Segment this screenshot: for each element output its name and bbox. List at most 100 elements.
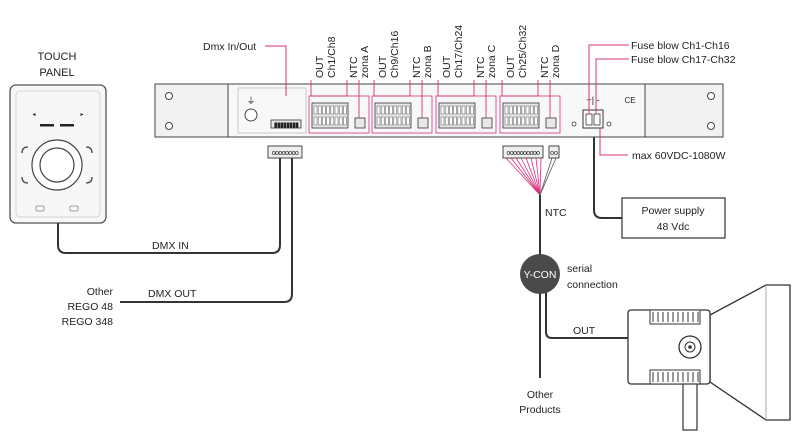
mount-screw-icon [165, 122, 173, 130]
touch-panel-button-left [35, 205, 45, 212]
terminal-pin [393, 116, 398, 126]
group-3-out-label: OUT [441, 55, 453, 78]
dmx-port [270, 119, 302, 129]
dmx-out-label: DMX OUT [148, 288, 197, 300]
fan-wire [539, 157, 542, 196]
touch-panel: TOUCH PANEL ◂ ▸ [9, 51, 107, 224]
group-4-zone-label: zona D [550, 44, 562, 78]
terminal-pin [397, 105, 402, 115]
terminal-pin [465, 105, 470, 115]
group-2-bracket [373, 80, 411, 97]
controller-body [227, 83, 646, 138]
terminal-pin [534, 116, 538, 126]
fan-wire [535, 157, 541, 196]
terminal-pin [444, 105, 449, 115]
touch-panel-face [15, 90, 101, 218]
terminal-pin [461, 105, 466, 115]
dmx-in-cable [57, 158, 281, 254]
terminal-pin [449, 116, 453, 126]
terminal-pin [465, 116, 470, 126]
dmx-in-out-label: Dmx In/Out [203, 41, 256, 53]
terminal-pin [385, 116, 389, 126]
ntc-connector-pins: oo [550, 150, 558, 157]
touch-panel-indicator-right [60, 124, 74, 127]
group-4-terminal-block [502, 102, 540, 129]
other-products-line1: Other [527, 389, 554, 401]
power-supply-label-line2: 48 Vdc [657, 221, 690, 233]
terminal-pin [513, 105, 517, 115]
terminal-pin [401, 116, 406, 126]
lamp-heatsink-fins [652, 312, 699, 382]
terminal-pin [376, 116, 381, 126]
fuse-label-ch17-ch32: Fuse blow Ch17-Ch32 [631, 54, 736, 66]
group-1-bracket [310, 80, 348, 97]
power-cable [593, 137, 622, 219]
rego-controller: ⏚ ▮▮▮▮▮▮▮▮ +| - CE [154, 83, 724, 138]
terminal-pin [508, 105, 513, 115]
dmx-connector [267, 145, 303, 159]
group-3-channels-label: Ch17/Ch24 [453, 25, 465, 78]
touch-panel-arrow-right-icon: ▸ [80, 112, 83, 118]
terminal-pin [330, 105, 335, 115]
terminal-pin [453, 105, 457, 115]
dmx-out-cable [120, 158, 293, 303]
ntc-connector [548, 145, 560, 159]
group-3-bracket [437, 80, 475, 97]
mode-button [244, 108, 258, 122]
touch-panel-dial-inner [39, 147, 75, 183]
group-2-ntc-port [417, 117, 429, 129]
dmx-connector-pins: oooooooo [272, 150, 299, 157]
lamp-knob-center [688, 345, 692, 349]
dmx-label-leader [265, 45, 287, 96]
terminal-pin [334, 116, 339, 126]
terminal-pin [440, 105, 445, 115]
terminal-pin [461, 116, 466, 126]
terminal-pin [508, 116, 513, 126]
mount-screw-icon [707, 122, 715, 130]
output-connector [502, 145, 544, 159]
fuse-label-ch1-ch16: Fuse blow Ch1-Ch16 [631, 40, 730, 52]
terminal-pin [393, 105, 398, 115]
fan-wire [525, 157, 541, 196]
touch-panel-label-line2: PANEL [39, 67, 74, 79]
output-connector-pins: oooooooooo [507, 150, 541, 157]
terminal-pin [504, 116, 509, 126]
touch-panel-label-line1: TOUCH [38, 51, 77, 63]
fan-wire [515, 157, 541, 196]
group-3-ntc-port [481, 117, 493, 129]
terminal-pin [376, 105, 381, 115]
terminal-pin [444, 116, 449, 126]
group-3-zone-label: zona C [486, 44, 498, 78]
terminal-pin [406, 116, 410, 126]
lamp-mount-arm [682, 383, 698, 431]
max-power-label: max 60VDC-1080W [632, 150, 725, 162]
fuse-indicator-led [571, 121, 577, 127]
terminal-pin [397, 116, 402, 126]
terminal-blocks [311, 102, 557, 129]
terminal-pin [504, 105, 509, 115]
fan-wire [520, 157, 541, 196]
group-2-out-label: OUT [377, 55, 389, 78]
group-2-zone-label: zona B [422, 45, 434, 78]
terminal-pin [457, 105, 462, 115]
terminal-pin [313, 105, 318, 115]
touch-panel-corner-tr-icon [85, 146, 93, 154]
terminal-pin [343, 105, 347, 115]
dmx-port-pins: ▮▮▮▮▮▮▮▮ [274, 122, 299, 129]
terminal-pin [334, 105, 339, 115]
touch-panel-corner-bl-icon [21, 176, 29, 184]
touch-panel-button-right [69, 205, 79, 212]
group-1-ntc-port [354, 117, 366, 129]
terminal-pin [326, 105, 330, 115]
terminal-pin [338, 105, 343, 115]
terminal-pin [517, 105, 521, 115]
group-3-terminal-block [438, 102, 476, 129]
terminal-pin [521, 116, 526, 126]
terminal-pin [317, 116, 322, 126]
dmx-in-label: DMX IN [152, 240, 189, 252]
terminal-pin [389, 116, 393, 126]
other-rego-line2: REGO 48 [67, 301, 113, 313]
terminal-pin [525, 116, 530, 126]
terminal-pin [326, 116, 330, 126]
terminal-pin [317, 105, 322, 115]
